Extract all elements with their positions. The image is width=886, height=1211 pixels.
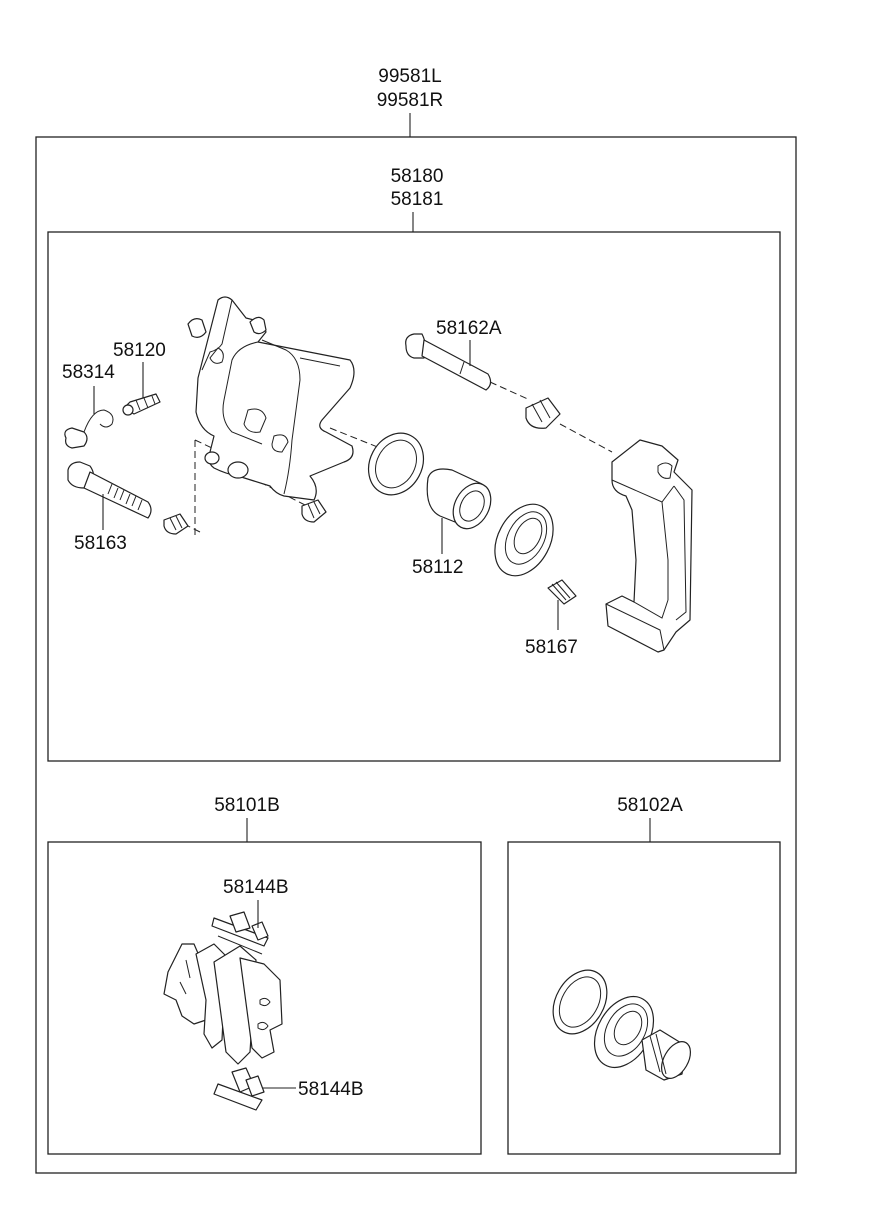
pad-clip-lower <box>213 1067 265 1111</box>
guide-bolt-part-number: 58163 <box>74 533 127 554</box>
piston-part-number: 58112 <box>412 557 463 578</box>
piston-dust-boot <box>494 503 554 577</box>
assembly-axis-lines <box>179 381 613 535</box>
pad-clip-lower-part-number: 58144B <box>298 1079 364 1100</box>
pad-pin <box>547 579 577 605</box>
dust-cap <box>187 318 207 338</box>
hose-clip <box>64 409 114 449</box>
caliper-kit-part-number-1: 58180 <box>391 166 444 187</box>
assembly-part-number-right: 99581R <box>377 90 444 111</box>
guide-boot-lower-left <box>163 513 189 535</box>
caliper-body <box>195 296 355 501</box>
pad-kit-frame <box>47 841 482 1155</box>
guide-boot-upper-right <box>525 397 561 429</box>
pad-pin-part-number: 58167 <box>525 637 578 658</box>
seal-kit-boot-extension <box>641 1029 692 1081</box>
bleeder-screw-part-number: 58120 <box>113 340 166 361</box>
hose-clip-part-number: 58314 <box>62 362 115 383</box>
guide-pin-part-number: 58162A <box>436 318 502 339</box>
guide-pin-upper <box>405 333 492 391</box>
seal-kit-frame <box>507 841 781 1155</box>
bleeder-screw <box>122 393 161 416</box>
caliper-carrier-bracket <box>605 439 693 653</box>
brake-pads <box>163 943 283 1065</box>
guide-boot-center <box>301 499 327 523</box>
assembly-part-number-left: 99581L <box>378 66 441 87</box>
caliper-kit-part-number-2: 58181 <box>391 189 444 210</box>
caliper-kit-frame <box>47 231 781 762</box>
pad-clip-upper-part-number: 58144B <box>223 877 289 898</box>
seal-kit-seal-ring <box>552 969 608 1035</box>
guide-bolt <box>67 461 152 519</box>
seal-kit-part-number: 58102A <box>617 795 683 816</box>
piston <box>426 468 492 530</box>
pad-clip-upper <box>211 911 269 955</box>
piston-seal-ring <box>367 432 425 496</box>
outer-assembly-frame <box>35 136 797 1174</box>
pad-kit-part-number: 58101B <box>214 795 280 816</box>
